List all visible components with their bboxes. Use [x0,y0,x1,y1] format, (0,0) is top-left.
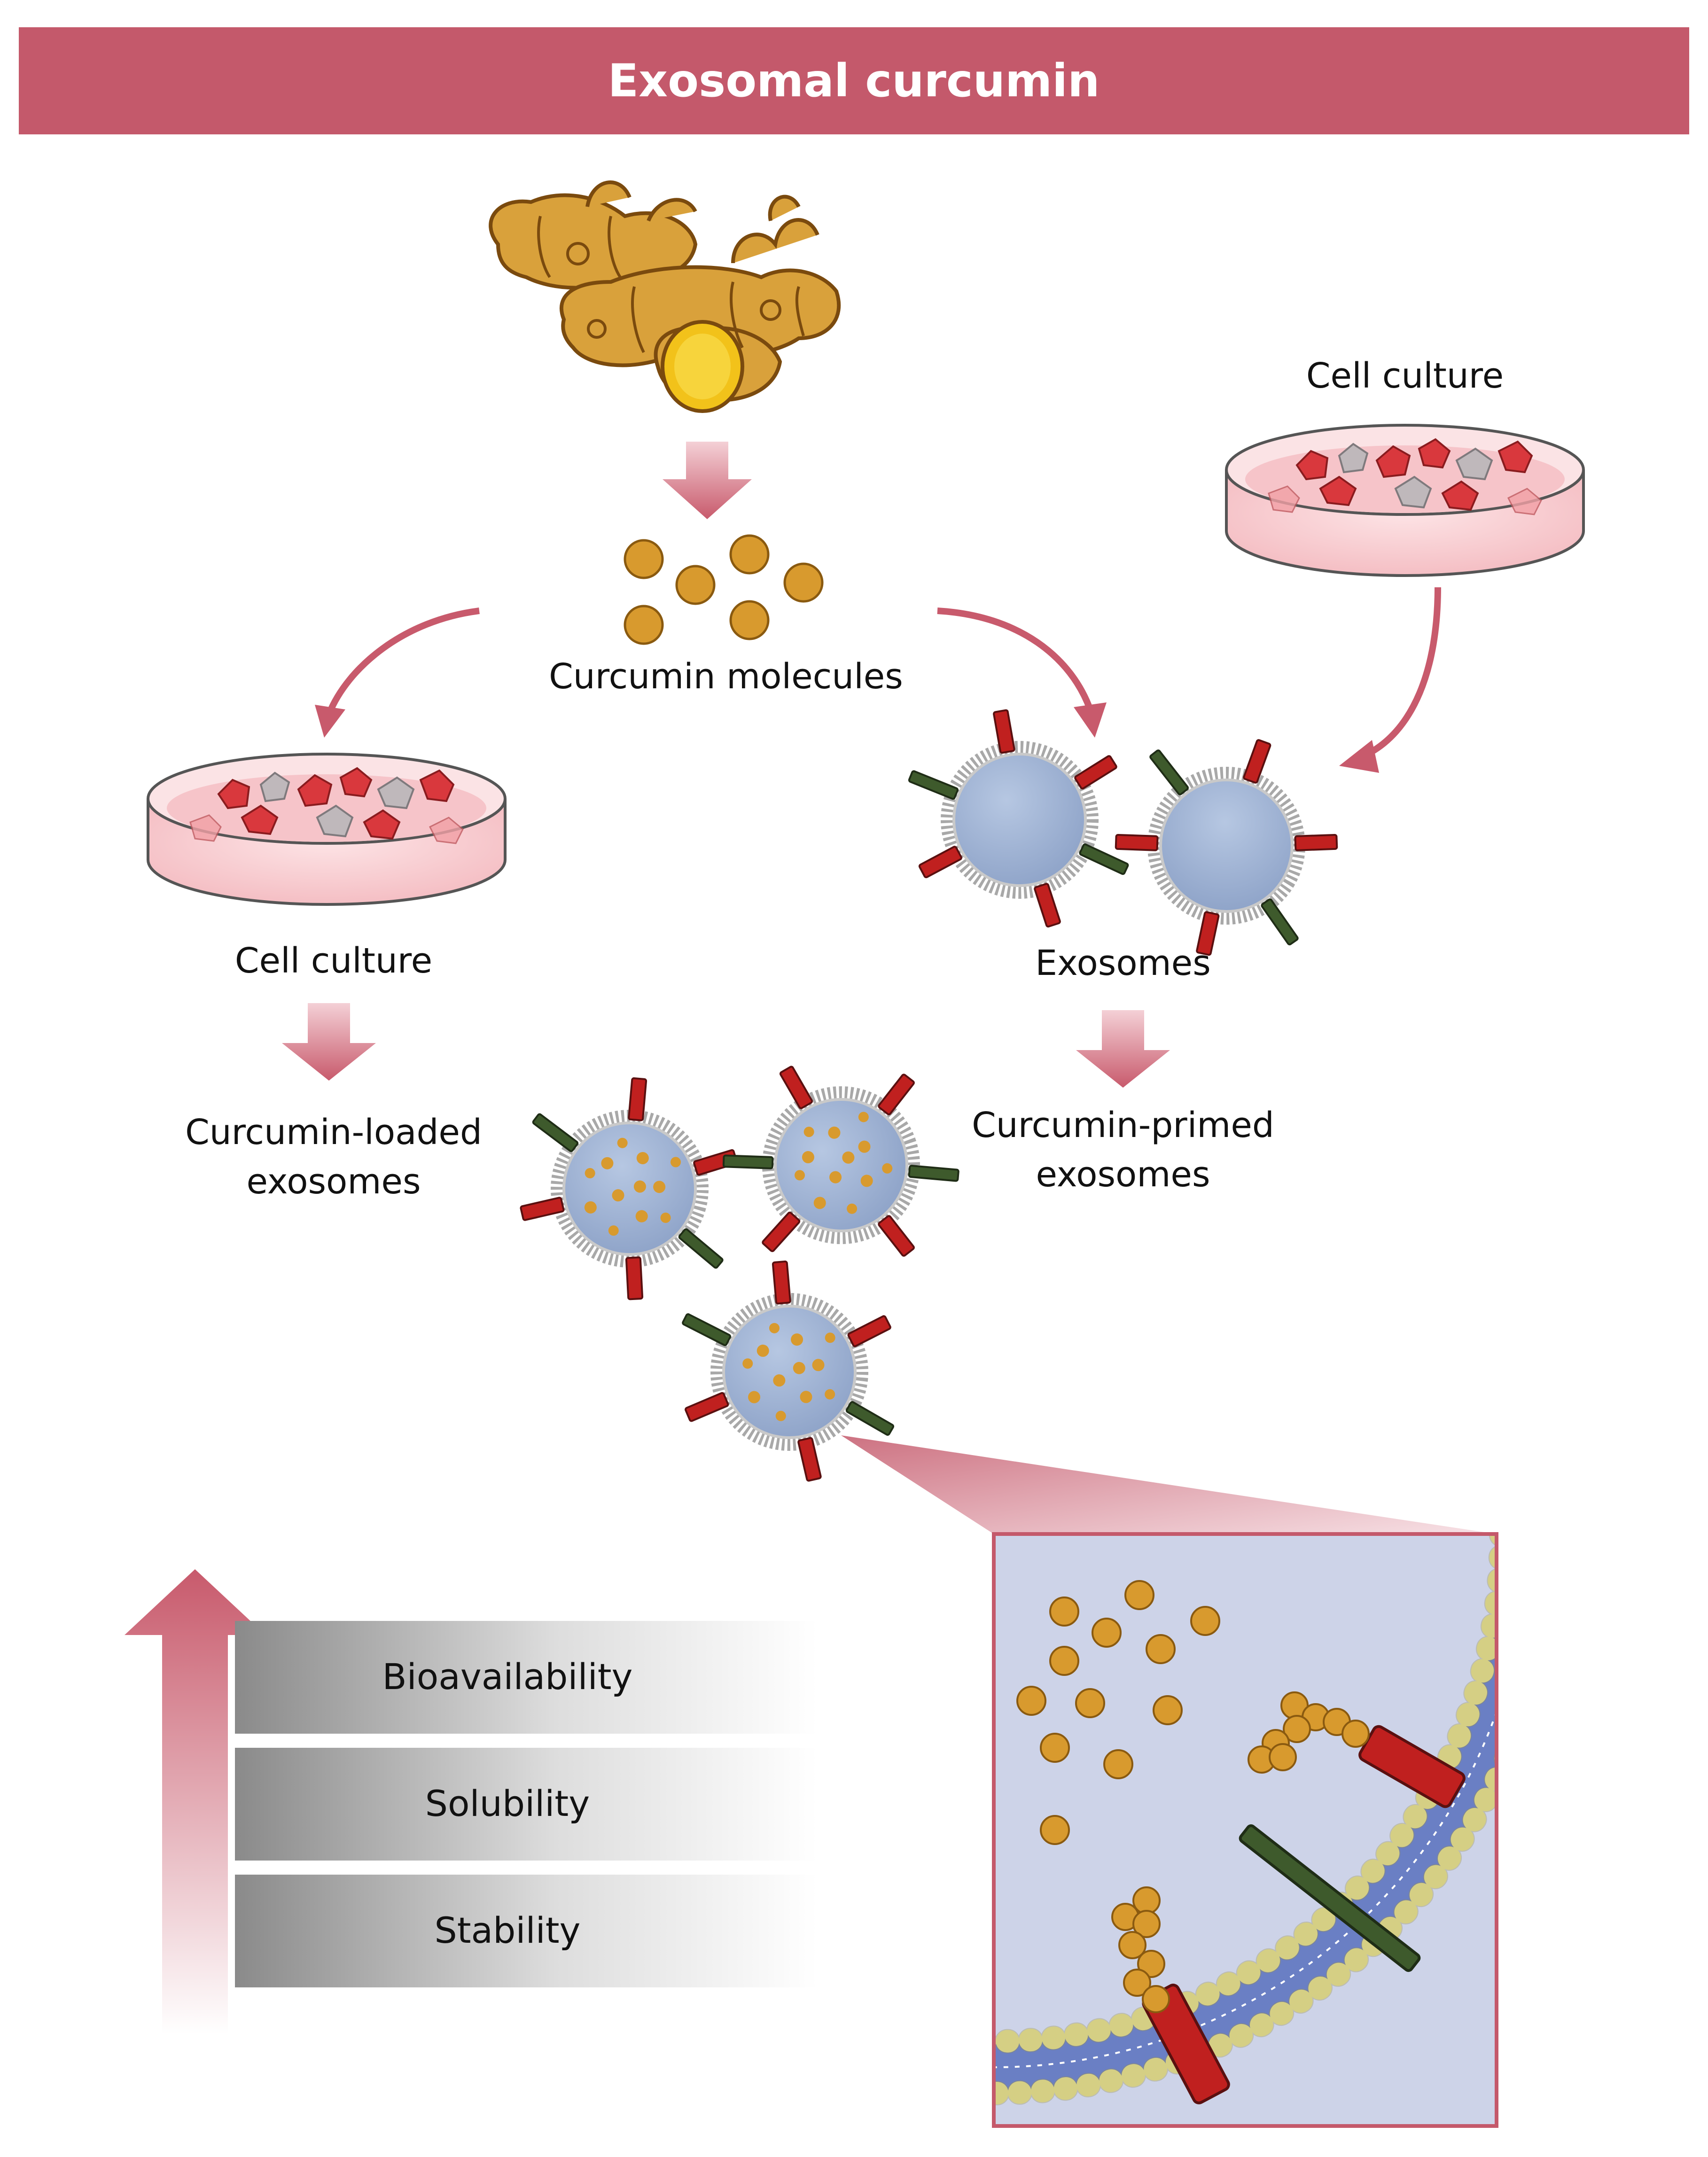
page-title: Exosomal curcumin [608,55,1100,107]
zoom-cone [841,1435,1497,1534]
turmeric-root-icon [489,180,841,413]
curved-arrow-right [937,607,1107,738]
exosome-icon [909,710,1129,927]
label-exosomes: Exosomes [1035,943,1211,983]
lipid-bilayer-icon [992,1532,1498,2128]
curved-arrow-from-culture [1339,587,1441,773]
property-bars: Bioavailability Solubility Stability [235,1621,818,1987]
curved-arrow-left [315,607,480,738]
property-label: Stability [435,1909,581,1951]
exosome-icon [495,1054,764,1321]
label-curcumin-loaded-1: Curcumin-loaded [185,1112,482,1152]
property-bar [235,1748,818,1861]
title-banner [19,27,1689,134]
label-cell-culture-left: Cell culture [235,941,432,981]
label-curcumin-primed-1: Curcumin-primed [972,1105,1274,1145]
petri-dish-icon [148,754,505,904]
label-curcumin-loaded-2: exosomes [246,1161,421,1202]
down-arrow-right [1076,1010,1170,1088]
down-arrow-left [282,1003,376,1081]
exosome-icon [699,1025,980,1304]
petri-dish-icon [1226,425,1583,576]
property-bar [235,1621,818,1734]
label-curcumin-molecules: Curcumin molecules [549,656,903,697]
label-curcumin-primed-2: exosomes [1036,1154,1210,1195]
curcumin-molecule-icon [624,534,824,645]
property-label: Solubility [425,1783,590,1824]
property-label: Bioavailability [382,1656,632,1698]
down-arrow-to-molecules [663,442,752,519]
up-arrow [125,1569,265,2034]
property-bar [235,1875,818,1987]
label-cell-culture-right: Cell culture [1306,356,1504,396]
